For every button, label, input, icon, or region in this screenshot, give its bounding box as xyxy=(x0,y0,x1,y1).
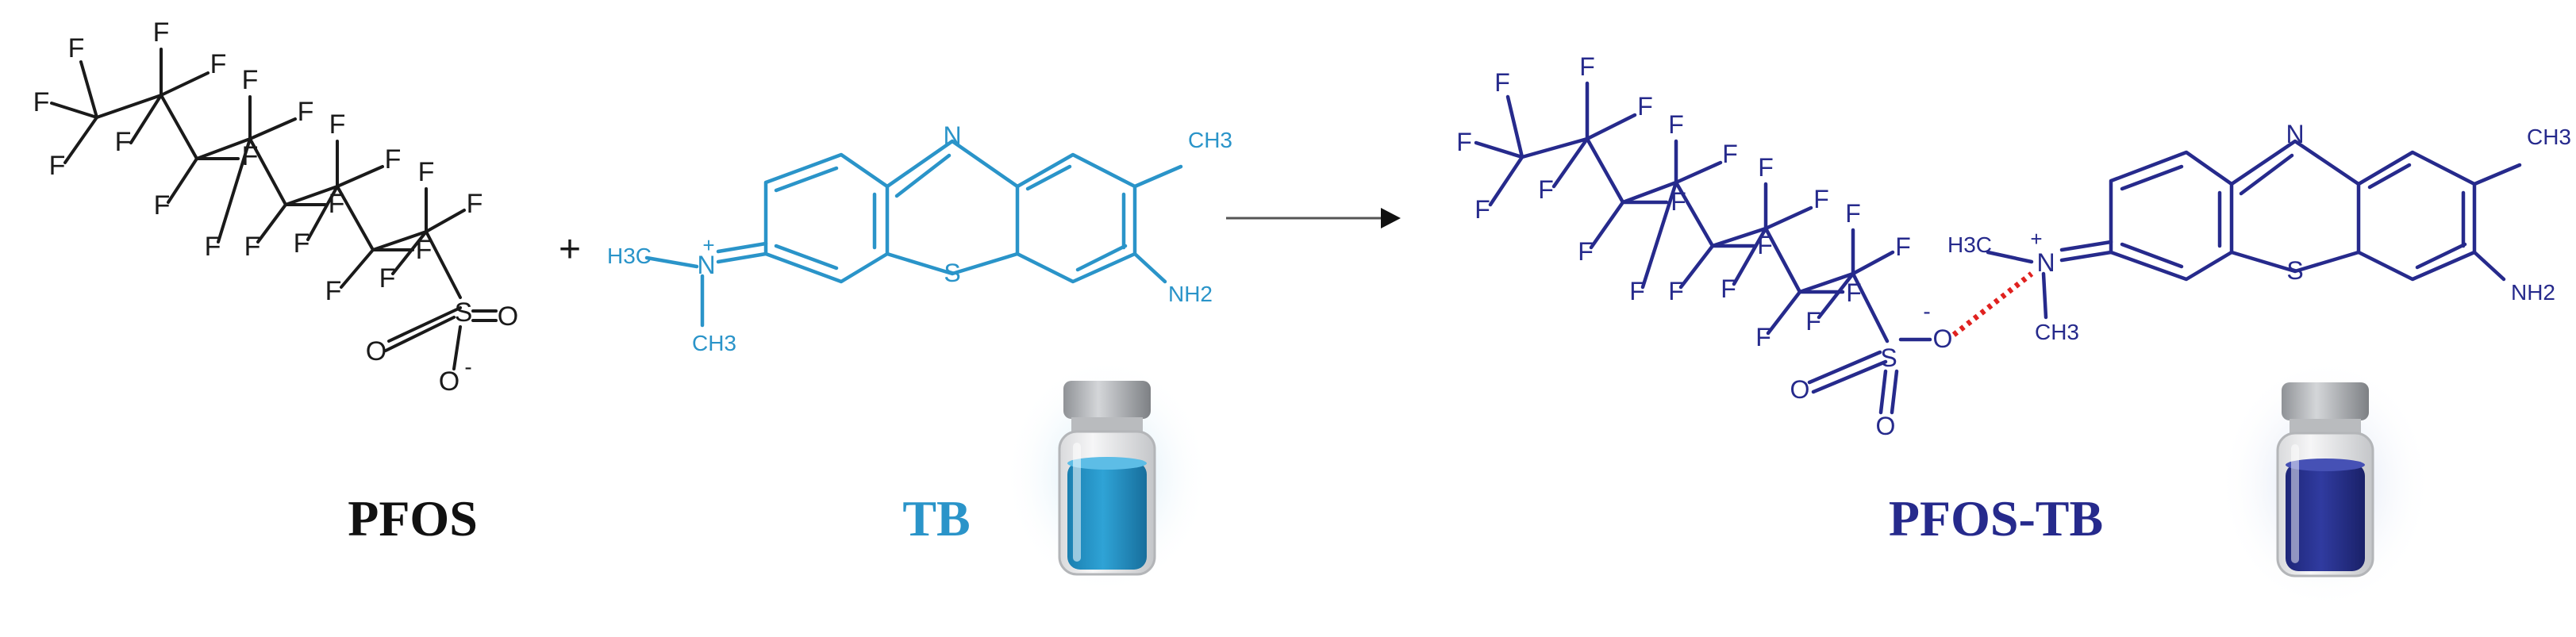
product-chain-bonds xyxy=(1474,81,1932,415)
product-methyl-bottom: CH3 xyxy=(2035,320,2079,344)
pfos-f-3: F xyxy=(49,151,66,181)
pfos-f-14: F xyxy=(329,109,346,140)
pfos-f-4: F xyxy=(153,17,170,48)
product-methyl-left: H3C xyxy=(1947,232,1992,257)
product-amine: NH2 xyxy=(2511,280,2555,305)
product-f-3: F xyxy=(1474,195,1490,224)
pfos-oxygen-1: O xyxy=(498,301,518,332)
tb-atoms: N S CH3 NH2 N + H3C CH3 xyxy=(607,121,1232,355)
pfos-oxygen-3: O xyxy=(439,366,459,397)
pfos-f-10: F xyxy=(298,97,314,127)
product-f-13: F xyxy=(1668,277,1684,305)
pfos-f-19: F xyxy=(418,157,435,187)
plus-sign: + xyxy=(559,228,581,271)
product-charge-minus: - xyxy=(1923,299,1930,324)
product-f-1: F xyxy=(1456,128,1472,156)
product-f-2: F xyxy=(1494,68,1510,97)
product-nitrogen-iminium: N xyxy=(2036,248,2055,277)
pfos-f-9: F xyxy=(242,65,259,95)
pfos-label: PFOS xyxy=(348,490,478,547)
pfos-f-16: F xyxy=(294,228,310,259)
pfos-f-12: F xyxy=(329,189,345,219)
product-f-19: F xyxy=(1845,199,1861,228)
pfos-f-5: F xyxy=(210,49,227,79)
pfos-f-6: F xyxy=(115,127,132,157)
pfos-bonds xyxy=(50,48,498,370)
pfos-f-8: F xyxy=(154,190,171,221)
pfos-structure: F F F F F F F F F F F F F F F F F F F F … xyxy=(33,17,519,397)
tb-nitrogen-iminium: N xyxy=(697,251,715,279)
pfos-sulfur: S xyxy=(455,297,473,328)
tb-nitrogen-ring: N xyxy=(943,121,961,150)
tb-methyl-left: H3C xyxy=(607,244,652,268)
product-f-12: F xyxy=(1757,231,1773,259)
product-tb-bonds xyxy=(1986,139,2522,320)
product-oxygen-2: O xyxy=(1790,375,1810,404)
pfos-f-20: F xyxy=(467,189,483,219)
product-oxygen-bonded: O xyxy=(1933,324,1953,353)
product-f-18: F xyxy=(1755,323,1771,351)
product-f-21: F xyxy=(1805,307,1821,336)
tb-charge: + xyxy=(702,233,714,257)
product-tb-part: N S CH3 NH2 N + H3C CH3 xyxy=(1947,120,2571,344)
pfos-charge: - xyxy=(464,355,471,379)
pfos-f-7: F xyxy=(242,141,259,171)
product-nitrogen-ring: N xyxy=(2286,120,2304,148)
product-f-16: F xyxy=(1721,274,1736,303)
pfos-f-17: F xyxy=(416,235,433,265)
tb-label: TB xyxy=(902,490,970,547)
product-f-7: F xyxy=(1671,187,1686,216)
product-f-6: F xyxy=(1538,175,1554,204)
product-f-4: F xyxy=(1579,52,1595,81)
pfos-oxygen-2: O xyxy=(366,336,386,366)
product-sulfur-ring: S xyxy=(2286,256,2303,285)
product-f-8: F xyxy=(1578,237,1594,266)
pfos-f-21: F xyxy=(379,263,396,294)
tb-amine: NH2 xyxy=(1168,282,1213,306)
pfos-f-15: F xyxy=(385,144,402,175)
product-f-17: F xyxy=(1846,278,1862,307)
tb-methyl-bottom: CH3 xyxy=(692,331,736,355)
pfos-atoms: F F F F F F F F F F F F F F F F F F F F … xyxy=(33,17,519,397)
tb-structure: N S CH3 NH2 N + H3C CH3 xyxy=(607,121,1232,355)
product-charge-plus: + xyxy=(2030,227,2042,251)
vial-icon xyxy=(1004,357,1210,595)
pfos-f-2: F xyxy=(68,33,85,63)
reaction-arrow-icon xyxy=(1226,208,1401,228)
product-f-9: F xyxy=(1668,110,1684,139)
product-f-20: F xyxy=(1895,232,1911,261)
product-f-11: F xyxy=(1629,277,1645,305)
product-sulfur: S xyxy=(1880,343,1897,372)
pfos-f-18: F xyxy=(325,276,342,306)
tb-bonds xyxy=(644,139,1183,328)
product-label: PFOS-TB xyxy=(1889,490,2103,547)
product-f-5: F xyxy=(1637,92,1653,121)
pfos-f-11: F xyxy=(205,232,221,262)
product-f-10: F xyxy=(1722,140,1738,168)
product-methyl: CH3 xyxy=(2527,125,2571,149)
product-oxygen-3: O xyxy=(1876,412,1896,440)
pfos-f-13: F xyxy=(244,232,261,262)
tb-sulfur: S xyxy=(944,259,960,287)
product-f-14: F xyxy=(1758,153,1774,182)
product-chain-atoms: F F F F F F F F F F F F F F F F F F F F … xyxy=(1456,52,1952,440)
product-pfos-chain: F F F F F F F F F F F F F F F F F F F F … xyxy=(1456,52,1952,440)
tb-methyl: CH3 xyxy=(1188,128,1232,152)
product-tb-atoms: N S CH3 NH2 N + H3C CH3 xyxy=(1947,120,2571,344)
vial-icon xyxy=(2218,357,2432,611)
pfos-f-1: F xyxy=(33,87,50,117)
ionic-interaction-line xyxy=(1951,271,2034,337)
product-f-15: F xyxy=(1813,185,1829,213)
